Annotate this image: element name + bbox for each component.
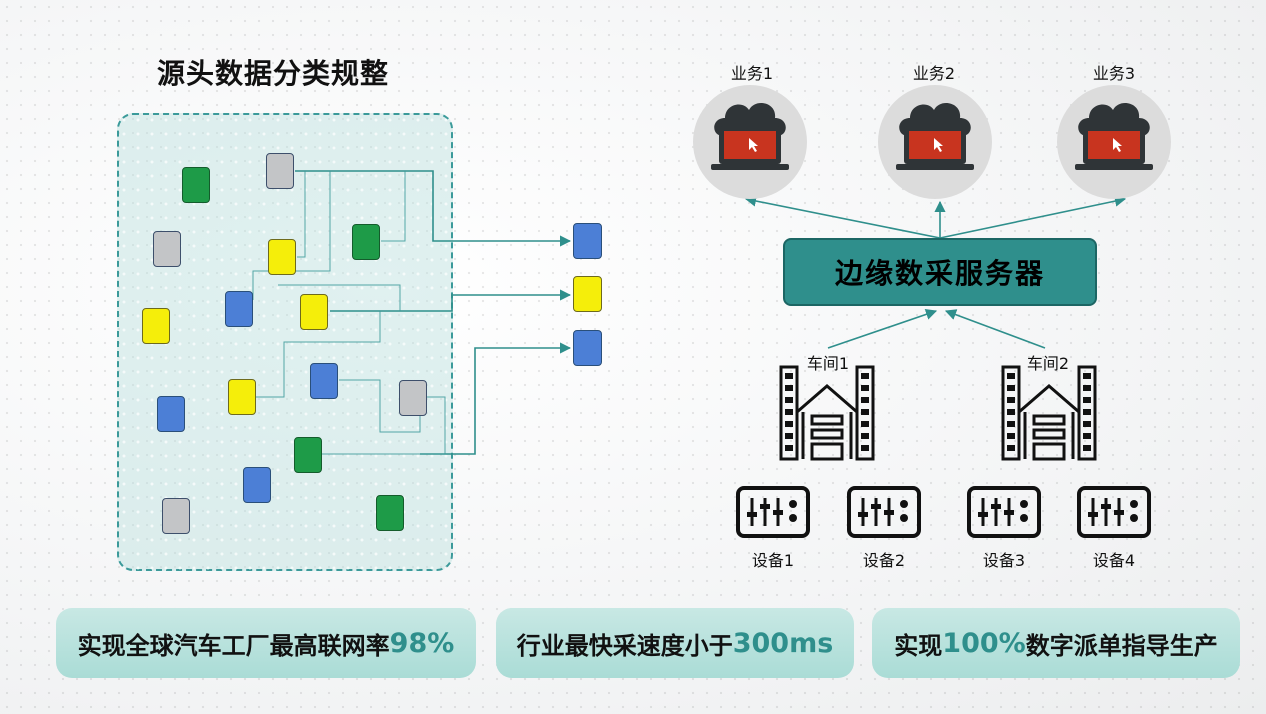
output-block-blue — [573, 223, 602, 259]
data-block-yellow — [142, 308, 170, 344]
stat-text: 行业最快采速度小于 — [516, 631, 733, 660]
stat-text: 实现全球汽车工厂最高联网率 — [77, 631, 390, 660]
data-block-blue — [225, 291, 253, 327]
cloud-laptop-icon — [711, 103, 789, 170]
source-data-title: 源头数据分类规整 — [157, 57, 390, 90]
stat-highlight: 98% — [389, 627, 455, 659]
stat-text: 实现 — [894, 631, 943, 660]
arrow-server-to-service-1 — [744, 195, 941, 239]
device-mixer-icon — [847, 486, 921, 538]
data-block-blue — [310, 363, 338, 399]
data-block-green — [376, 495, 404, 531]
device-mixer-icon — [1077, 486, 1151, 538]
service-label-2: 业务2 — [912, 64, 956, 83]
factory-icon — [1001, 365, 1097, 461]
data-block-green — [182, 167, 210, 203]
data-block-yellow — [228, 379, 256, 415]
data-block-gray — [266, 153, 294, 189]
device-label-2: 设备2 — [862, 551, 906, 570]
device-label-3: 设备3 — [982, 551, 1026, 570]
stat-highlight: 100% — [942, 627, 1026, 659]
wire-to-output-yellow — [330, 289, 572, 312]
wire-to-output-blue-1 — [295, 170, 572, 247]
service-label-1: 业务1 — [730, 64, 774, 83]
output-block-yellow — [573, 276, 602, 312]
arrow-server-to-service-3 — [939, 195, 1127, 239]
device-mixer-icon — [736, 486, 810, 538]
stat-text: 数字派单指导生产 — [1025, 631, 1218, 660]
data-block-green — [352, 224, 380, 260]
factory-icon — [779, 365, 875, 461]
arrow-workshop2-to-server — [944, 309, 1046, 349]
edge-data-server: 边缘数采服务器 — [783, 238, 1097, 306]
output-block-blue — [573, 330, 602, 366]
data-block-blue — [157, 396, 185, 432]
data-block-gray — [162, 498, 190, 534]
service-label-3: 业务3 — [1092, 64, 1136, 83]
data-block-gray — [399, 380, 427, 416]
workshop-label-1: 车间1 — [806, 354, 850, 373]
workshop-label-2: 车间2 — [1026, 354, 1070, 373]
data-block-yellow — [268, 239, 296, 275]
stat-highlight: 300ms — [732, 627, 834, 659]
cloud-laptop-icon — [1075, 103, 1153, 170]
device-mixer-icon — [967, 486, 1041, 538]
device-label-4: 设备4 — [1092, 551, 1136, 570]
data-block-gray — [153, 231, 181, 267]
cloud-laptop-icon — [896, 103, 974, 170]
data-block-yellow — [300, 294, 328, 330]
arrow-workshop1-to-server — [827, 308, 938, 349]
data-block-blue — [243, 467, 271, 503]
device-label-1: 设备1 — [751, 551, 795, 570]
data-block-green — [294, 437, 322, 473]
wire-to-output-blue-2 — [420, 342, 572, 455]
